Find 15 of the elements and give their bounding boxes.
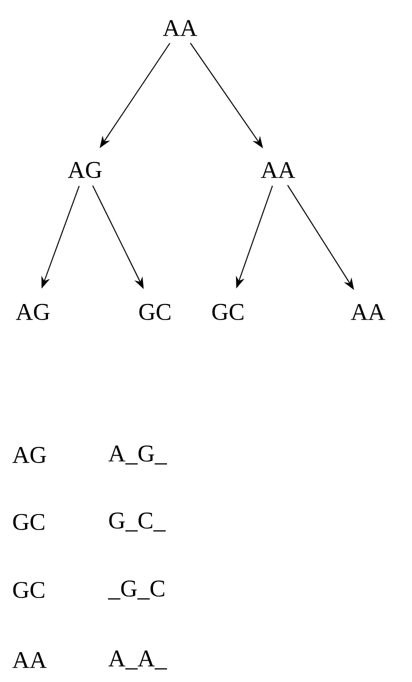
table-cell: A_A_ <box>108 650 168 670</box>
table-cell: _G_C <box>108 580 164 600</box>
node-label: AA <box>350 304 386 320</box>
table-cell: GC <box>13 514 44 530</box>
node-label: GC <box>212 304 244 320</box>
node-label: AA <box>260 162 296 178</box>
node-label: AA <box>162 20 198 36</box>
node-label: GC <box>139 304 170 320</box>
table-cell: AA <box>12 652 47 668</box>
table-cell: G_C_ <box>109 512 166 532</box>
table-cell: AG <box>12 446 46 464</box>
node-label: AG <box>16 304 50 320</box>
table-cell: A_G_ <box>108 446 168 464</box>
table-cell: GC <box>13 582 44 598</box>
node-label: AG <box>68 162 102 178</box>
